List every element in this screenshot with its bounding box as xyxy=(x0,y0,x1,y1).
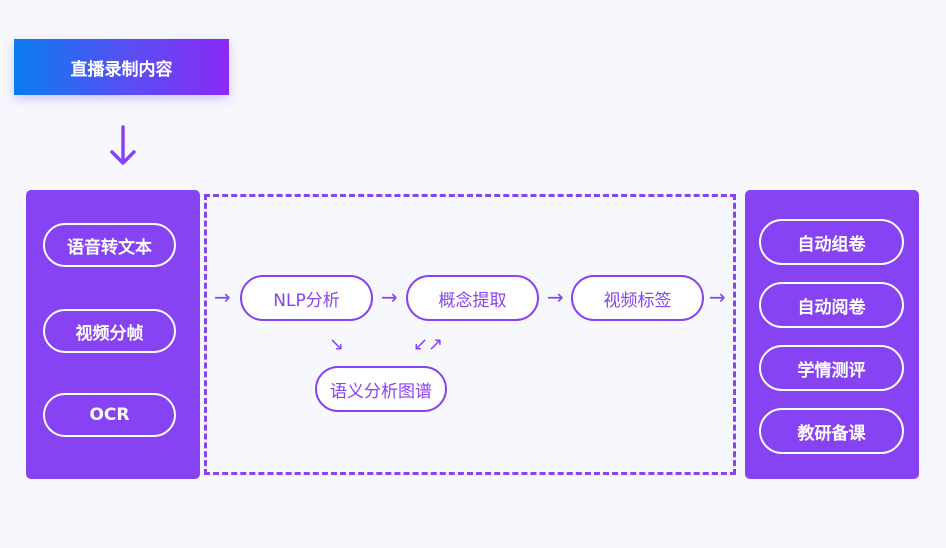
semantic-graph-node: 语义分析图谱 xyxy=(315,366,447,412)
right-arrow-icon: → xyxy=(547,285,564,309)
node-label: OCR xyxy=(89,405,130,425)
node-label: 概念提取 xyxy=(438,290,507,311)
learning-assessment-node: 学情测评 xyxy=(759,345,904,391)
down-arrow-icon xyxy=(110,125,136,165)
nlp-analysis-node: NLP分析 xyxy=(240,275,373,321)
video-tag-node: 视频标签 xyxy=(571,275,704,321)
node-label: 视频分帧 xyxy=(75,323,144,344)
node-label: 自动组卷 xyxy=(797,234,866,255)
down-right-arrow-icon: ↘ xyxy=(329,334,345,355)
node-label: NLP分析 xyxy=(273,290,340,311)
node-label: 教研备课 xyxy=(797,423,866,444)
auto-grading-node: 自动阅卷 xyxy=(759,282,904,328)
processing-area xyxy=(204,194,736,475)
video-frame-split-node: 视频分帧 xyxy=(43,309,176,353)
speech-to-text-node: 语音转文本 xyxy=(43,223,176,267)
node-label: 语义分析图谱 xyxy=(330,381,432,402)
node-label: 自动阅卷 xyxy=(797,297,866,318)
right-arrow-icon: → xyxy=(381,285,398,309)
bidirectional-arrow-icon: ↙↗ xyxy=(413,334,444,355)
node-label: 视频标签 xyxy=(603,290,672,311)
source-label: 直播录制内容 xyxy=(70,59,173,80)
ocr-node: OCR xyxy=(43,393,176,437)
node-label: 学情测评 xyxy=(797,360,866,381)
right-arrow-icon: → xyxy=(214,285,231,309)
node-label: 语音转文本 xyxy=(67,237,152,258)
source-box-live-recording: 直播录制内容 xyxy=(14,39,229,95)
auto-paper-composition-node: 自动组卷 xyxy=(759,219,904,265)
lesson-preparation-node: 教研备课 xyxy=(759,408,904,454)
concept-extraction-node: 概念提取 xyxy=(406,275,539,321)
right-arrow-icon: → xyxy=(709,285,726,309)
